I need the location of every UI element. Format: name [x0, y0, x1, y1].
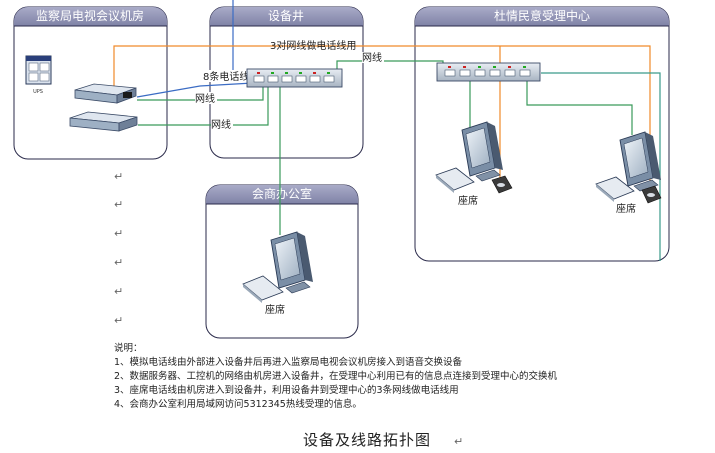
seat-label-a: 座席 — [458, 194, 478, 207]
svg-text:↵: ↵ — [114, 227, 123, 240]
phone-icon — [491, 175, 513, 194]
label-net-upper: 网线 — [195, 92, 215, 105]
switch-petition — [436, 62, 541, 82]
seat-label-c: 座席 — [265, 303, 285, 316]
svg-text:↵: ↵ — [114, 285, 123, 298]
svg-text:↵: ↵ — [114, 256, 123, 269]
server-upper — [74, 83, 137, 104]
server-lower — [69, 111, 138, 132]
note-item: 2、数据服务器、工控机的网络由机房进入设备井，在受理中心利用已有的信息点连接到受… — [114, 370, 558, 382]
diagram-caption: 设备及线路拓扑图 — [303, 431, 431, 449]
cable-3pairs-orange — [113, 45, 651, 190]
phone-icon — [641, 185, 662, 204]
workstation-b: 座席 — [595, 131, 662, 215]
net-green-lower — [138, 87, 269, 126]
net-green-seat-b — [526, 81, 633, 135]
label-net-center: 网线 — [362, 51, 382, 64]
label-3pairs: 3对网线做电话线用 — [270, 39, 356, 52]
svg-text:↵: ↵ — [114, 170, 123, 183]
paragraph-mark: ↵ — [454, 435, 463, 448]
ups-label: UPS — [33, 89, 43, 95]
switch-shaft — [246, 68, 343, 88]
paragraph-marks: ↵ ↵ ↵ ↵ ↵ ↵ ↵ — [114, 140, 123, 327]
room-monitor-title: 监察局电视会议机房 — [36, 8, 144, 23]
note-item: 1、模拟电话线由外部进入设备井后再进入监察局电视会议机房接入到语音交换设备 — [114, 356, 463, 368]
svg-text:↵: ↵ — [114, 198, 123, 211]
ups-device: UPS — [25, 55, 52, 95]
label-net-lower: 网线 — [211, 118, 231, 131]
notes: 说明： 1、模拟电话线由外部进入设备井后再进入监察局电视会议机房接入到语音交换设… — [114, 342, 558, 410]
note-item: 4、会商办公室利用局域网访问5312345热线受理的信息。 — [114, 398, 362, 410]
net-green-upper — [137, 85, 264, 101]
workstation-a: 座席 — [435, 121, 513, 207]
label-phone-8: 8条电话线 — [203, 70, 249, 83]
room-meeting-title: 会商办公室 — [252, 186, 312, 201]
room-shaft-title: 设备井 — [268, 9, 304, 23]
svg-text:↵: ↵ — [114, 314, 123, 327]
seat-label-b: 座席 — [616, 202, 636, 215]
notes-title: 说明： — [114, 342, 143, 354]
room-petition: 杜情民意受理中心 — [414, 6, 670, 262]
note-item: 3、座席电话线由机房进入到设备井，利用设备井到受理中心的3条网线做电话线用 — [114, 384, 459, 396]
room-petition-title: 杜情民意受理中心 — [494, 8, 590, 23]
phone-line-blue-2 — [136, 82, 254, 98]
workstation-c: 座席 — [242, 231, 313, 316]
